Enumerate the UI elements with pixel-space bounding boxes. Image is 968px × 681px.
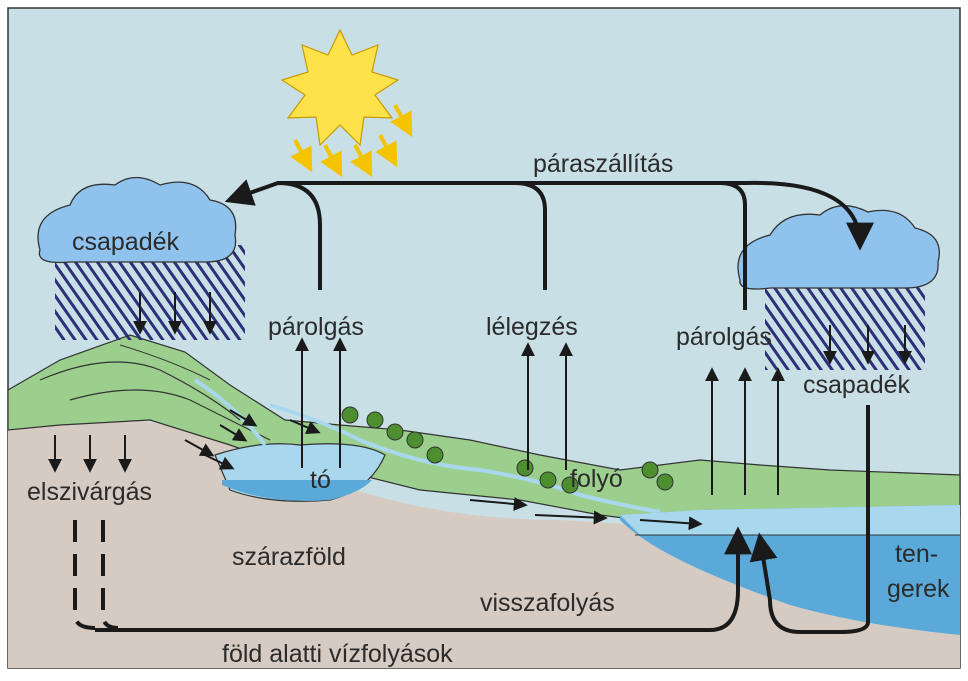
label-infiltration: elszivárgás <box>27 478 152 506</box>
label-land: szárazföld <box>232 543 346 571</box>
label-precipitation-left: csapadék <box>72 228 180 256</box>
label-respiration: lélegzés <box>486 313 578 341</box>
label-lake: tó <box>310 466 331 494</box>
label-oceans-line2: gerek <box>887 575 950 603</box>
label-vapor-transport: páraszállítás <box>533 150 673 178</box>
label-river: folyó <box>570 465 623 493</box>
label-evaporation-left: párolgás <box>268 313 364 341</box>
label-precipitation-right: csapadék <box>803 371 911 399</box>
label-oceans-line1: ten- <box>895 540 938 568</box>
label-runoff: visszafolyás <box>480 589 615 617</box>
label-evaporation-right: párolgás <box>676 323 772 351</box>
label-groundwater: föld alatti vízfolyások <box>222 640 453 668</box>
